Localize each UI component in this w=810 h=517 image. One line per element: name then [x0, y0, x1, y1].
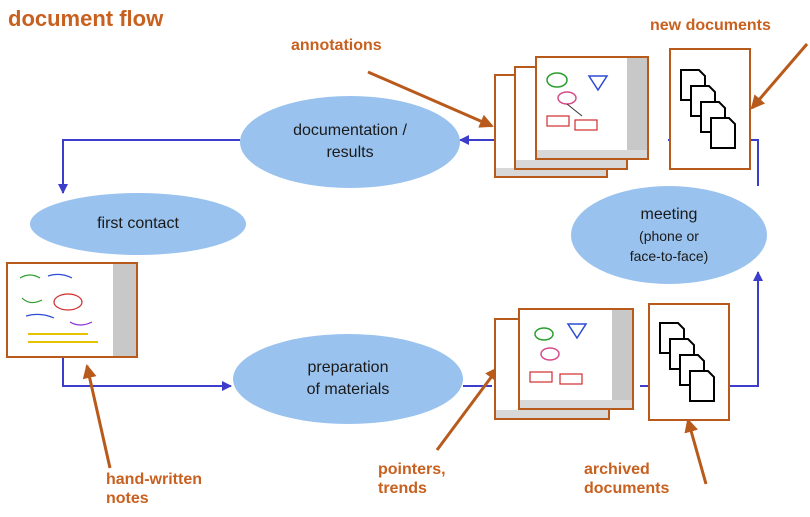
flow-arrow-documentation-to-first-contact [58, 139, 240, 194]
document-stack-icon [680, 69, 736, 149]
label-archived-line1: archived [584, 461, 650, 478]
node-meeting-line2: (phone or [639, 228, 699, 244]
callout-arrow-handwritten [82, 364, 112, 469]
label-pointers-trends: pointers, trends [378, 460, 446, 498]
sketch-pointers-icon [529, 323, 588, 385]
node-meeting-line1: meeting [640, 206, 698, 223]
callout-arrow-annotations [367, 70, 494, 128]
diagram-title: document flow [8, 6, 164, 31]
handwritten-notes-screenshot [6, 262, 138, 358]
archived-documents-box [648, 303, 730, 421]
node-preparation-line2: of materials [306, 381, 390, 398]
callout-arrow-new-documents [750, 43, 809, 110]
node-documentation-line2: results [326, 144, 374, 161]
document-stack-icon [659, 322, 715, 402]
sketch-annotations-icon [546, 72, 609, 131]
handwriting-icon [19, 273, 98, 343]
node-preparation-materials: preparation of materials [233, 334, 463, 424]
label-handwritten-notes: hand-written notes [106, 470, 202, 508]
node-documentation-results: documentation / results [240, 96, 460, 188]
label-archived-documents: archived documents [584, 460, 669, 498]
label-handwritten-line1: hand-written [106, 471, 202, 488]
callout-arrow-pointers [435, 366, 500, 451]
label-annotations: annotations [291, 37, 382, 54]
label-handwritten-line2: notes [106, 490, 149, 507]
node-first-contact-label: first contact [97, 215, 179, 232]
node-meeting: meeting (phone or face-to-face) [571, 186, 767, 284]
label-pointers-line1: pointers, [378, 461, 446, 478]
node-first-contact: first contact [30, 193, 246, 255]
node-preparation-line1: preparation [307, 359, 389, 376]
label-pointers-line2: trends [378, 480, 427, 497]
new-documents-box [669, 48, 751, 170]
node-documentation-line1: documentation / [293, 122, 407, 139]
callout-arrow-archived [684, 418, 708, 485]
node-meeting-line3: face-to-face) [629, 248, 709, 264]
label-new-documents: new documents [650, 17, 771, 34]
label-archived-line2: documents [584, 480, 670, 497]
flow-arrow-first-contact-to-preparation [62, 355, 232, 391]
